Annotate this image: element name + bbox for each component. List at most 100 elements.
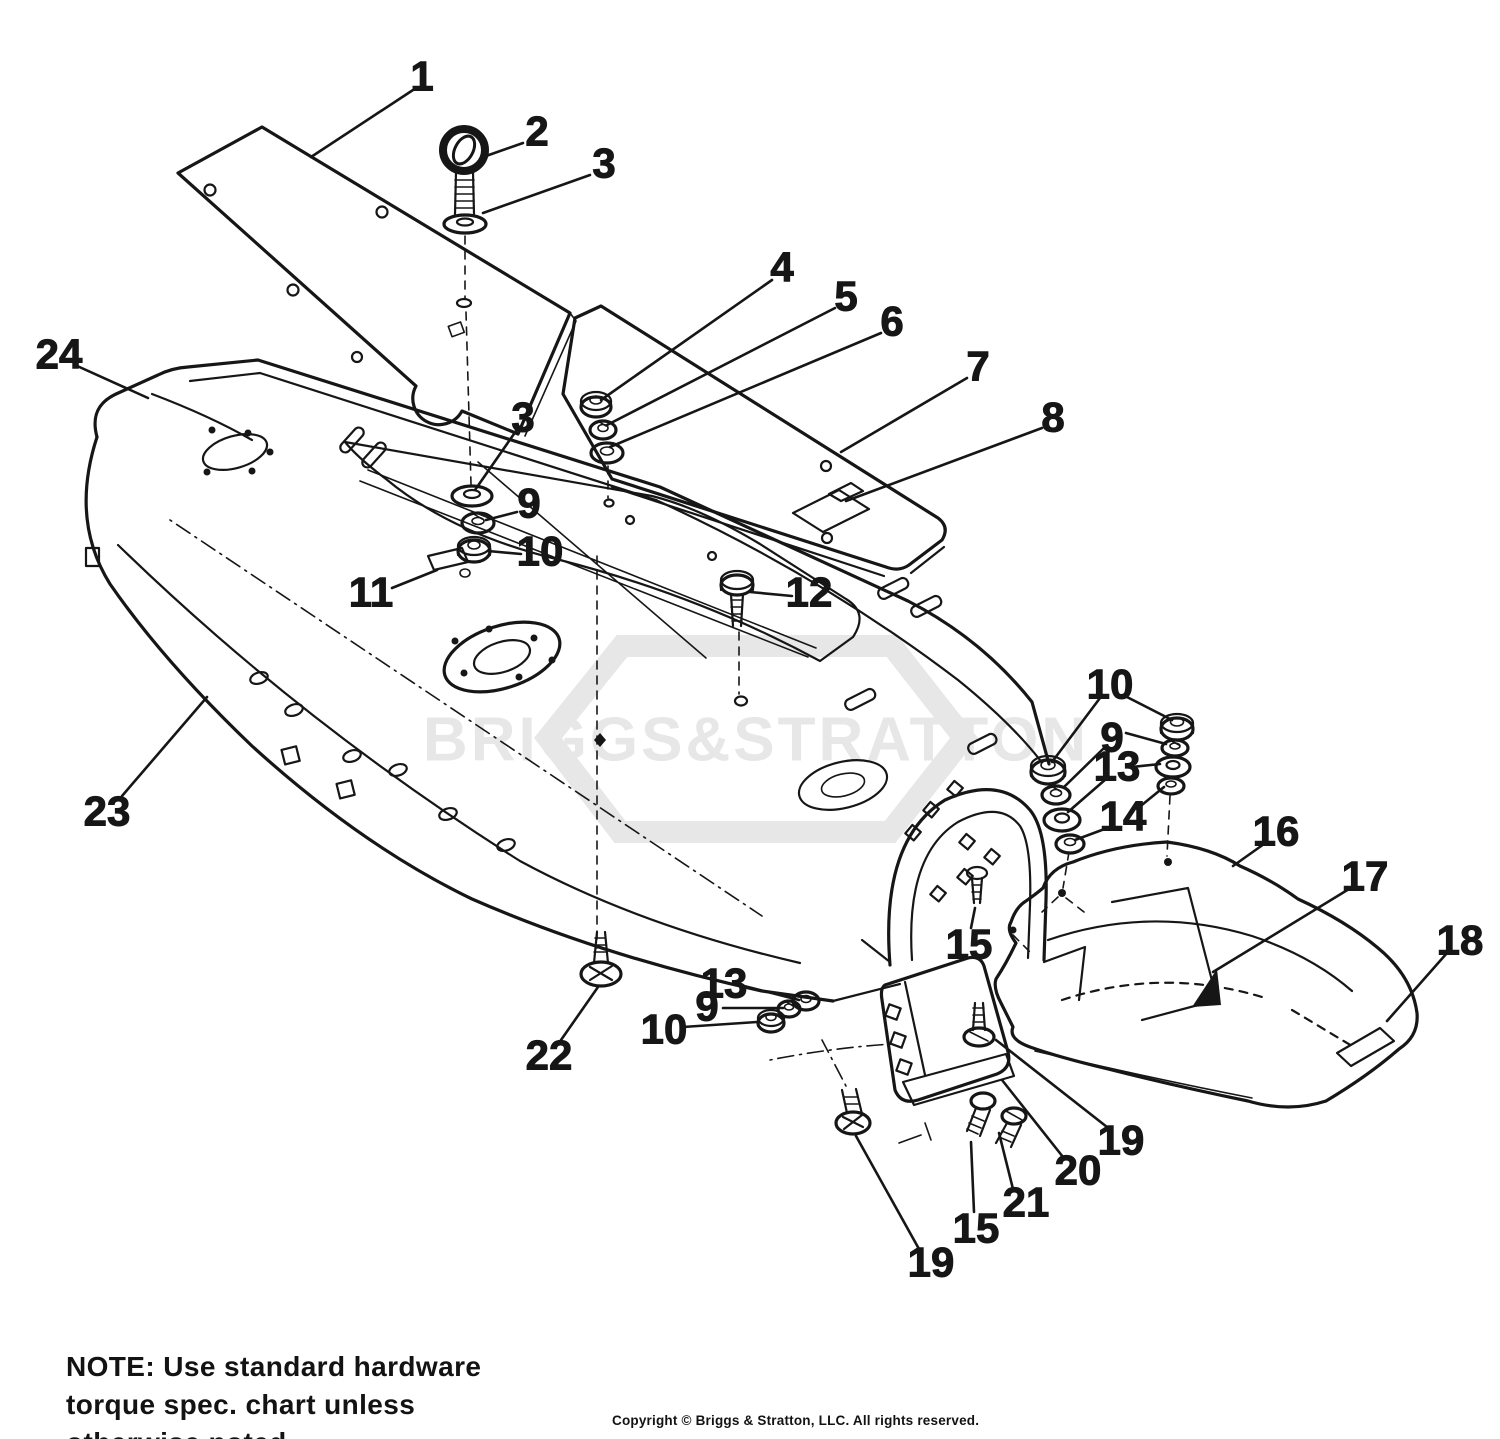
hardware-stack-mid-segment xyxy=(450,484,494,508)
part-15-screw-upper-segment xyxy=(965,865,989,881)
chassis-frame-segment xyxy=(438,806,458,822)
chassis-frame-segment xyxy=(359,461,817,659)
part-2-eye-bolt-segment xyxy=(451,134,477,166)
part-1-footrest-plate-segment xyxy=(176,125,572,436)
part-19-screw-upper-segment xyxy=(962,1026,996,1048)
watermark-hexagon-icon xyxy=(534,635,978,843)
callout-label-22: 22 xyxy=(526,1032,573,1079)
chassis-frame-segment xyxy=(958,832,976,851)
callout-label-1: 1 xyxy=(410,53,433,100)
chassis-frame-segment xyxy=(844,687,877,711)
part-22-screw-segment xyxy=(593,937,607,953)
hardware-stack-rear-left-segment xyxy=(1053,812,1071,824)
chassis-frame-segment xyxy=(284,702,304,718)
callout-label-13: 13 xyxy=(1094,743,1141,790)
chassis-frame-segment xyxy=(983,847,1001,866)
part-19-screw-lower xyxy=(821,1039,872,1136)
chassis-frame-segment xyxy=(188,371,658,502)
part-22-screw xyxy=(579,930,623,988)
chassis-frame-segment xyxy=(548,656,556,664)
callout-label-8: 8 xyxy=(1041,394,1064,441)
hardware-stack-rear-left-segment xyxy=(1042,807,1082,833)
part-19-screw-lower-segment xyxy=(843,1096,859,1105)
part-2-eye-bolt-segment xyxy=(454,179,475,209)
chassis-frame-segment xyxy=(624,514,636,526)
part-19-screw-upper xyxy=(962,1001,996,1048)
part-3-washer-upper-segment xyxy=(455,297,473,309)
copyright-text: Copyright © Briggs & Stratton, LLC. All … xyxy=(612,1413,980,1428)
chassis-frame-segment xyxy=(361,441,387,469)
chassis-frame-segment xyxy=(93,358,1051,766)
callout-leader-10 xyxy=(486,549,523,556)
chassis-frame-segment xyxy=(797,759,889,811)
part-20-bracket xyxy=(879,955,1016,1144)
hardware-stack-bottom-segment xyxy=(765,1012,777,1022)
callout-leader-9 xyxy=(484,510,519,522)
part-15-screw-lower-segment xyxy=(965,1106,992,1138)
chassis-frame-segment xyxy=(877,576,910,600)
hardware-stack-mid-segment xyxy=(460,511,496,535)
chassis-frame-segment xyxy=(515,673,523,681)
part-16-seat-pan-segment xyxy=(1058,889,1066,897)
callout-label-18: 18 xyxy=(1437,917,1484,964)
chassis-frame-segment xyxy=(244,429,252,437)
chassis-frame-segment xyxy=(169,519,763,917)
chassis-frame-segment xyxy=(769,1043,893,1061)
part-3-washer-upper-segment xyxy=(442,213,488,235)
callout-leader-13 xyxy=(1130,762,1162,769)
callout-label-3: 3 xyxy=(592,140,615,187)
callout-leader-10 xyxy=(681,1020,759,1029)
callout-label-12: 12 xyxy=(786,569,833,616)
chassis-frame-segment xyxy=(339,426,365,454)
part-15-screw-upper-segment xyxy=(971,884,982,900)
chassis-frame-segment xyxy=(956,867,974,886)
callout-leader-9 xyxy=(1062,747,1105,789)
part-1-footrest-plate-segment xyxy=(350,350,364,364)
callout-leader-5 xyxy=(605,306,837,427)
chassis-frame-segment xyxy=(910,810,1032,962)
hardware-stack-rear-left xyxy=(1029,754,1086,855)
hardware-stack-rear-left-segment xyxy=(1029,764,1067,778)
hardware-stack-rear-left-segment xyxy=(1054,833,1086,855)
part-1-footrest-plate-segment xyxy=(286,283,300,297)
chassis-frame-segment xyxy=(203,468,211,476)
hardware-stack-rear-right-segment xyxy=(1166,795,1171,857)
part-22-screw-segment xyxy=(579,960,623,988)
part-16-seat-pan-segment xyxy=(1164,858,1172,866)
chassis-frame-segment xyxy=(150,392,254,442)
callout-leader-22 xyxy=(559,985,600,1042)
callout-label-14: 14 xyxy=(1100,793,1147,840)
hardware-stack-mid-segment xyxy=(459,568,471,578)
hardware-stack-rear-right-segment xyxy=(1169,717,1185,727)
part-16-seat-pan-segment xyxy=(1110,886,1219,1022)
callout-leader-4 xyxy=(599,278,774,402)
torque-note-line: torque spec. chart unless xyxy=(66,1389,416,1420)
callout-leader-9 xyxy=(1124,731,1168,746)
chassis-frame-segment xyxy=(946,779,964,798)
part-22-screw-segment xyxy=(588,964,614,982)
part-19-screw-lower-segment xyxy=(821,1039,847,1087)
part-12-bolt-segment xyxy=(730,599,743,622)
part-20-bracket-segment xyxy=(903,980,927,1077)
part-21-screw xyxy=(994,1106,1028,1149)
callout-leader-24 xyxy=(73,363,150,400)
callout-leader-19 xyxy=(854,1134,921,1251)
callout-label-9: 9 xyxy=(695,983,718,1030)
chassis-frame xyxy=(84,358,1087,1061)
hardware-stack-rear-left-segment xyxy=(1040,759,1056,771)
chassis-frame-segment xyxy=(201,433,269,471)
part-8-decal-segment xyxy=(791,481,871,534)
chassis-frame-segment xyxy=(706,550,718,562)
chassis-frame-segment xyxy=(342,748,362,764)
hardware-stack-rear-left-segment xyxy=(1050,785,1061,792)
chassis-frame-segment xyxy=(280,745,301,766)
part-20-bracket-segment xyxy=(889,1031,907,1049)
callout-label-7: 7 xyxy=(966,343,989,390)
chassis-frame-segment xyxy=(442,620,562,694)
callout-leader-8 xyxy=(844,426,1044,503)
callout-leader-14 xyxy=(1135,785,1166,811)
part-2-eye-bolt-segment xyxy=(439,125,489,175)
chassis-frame-segment xyxy=(266,448,274,456)
